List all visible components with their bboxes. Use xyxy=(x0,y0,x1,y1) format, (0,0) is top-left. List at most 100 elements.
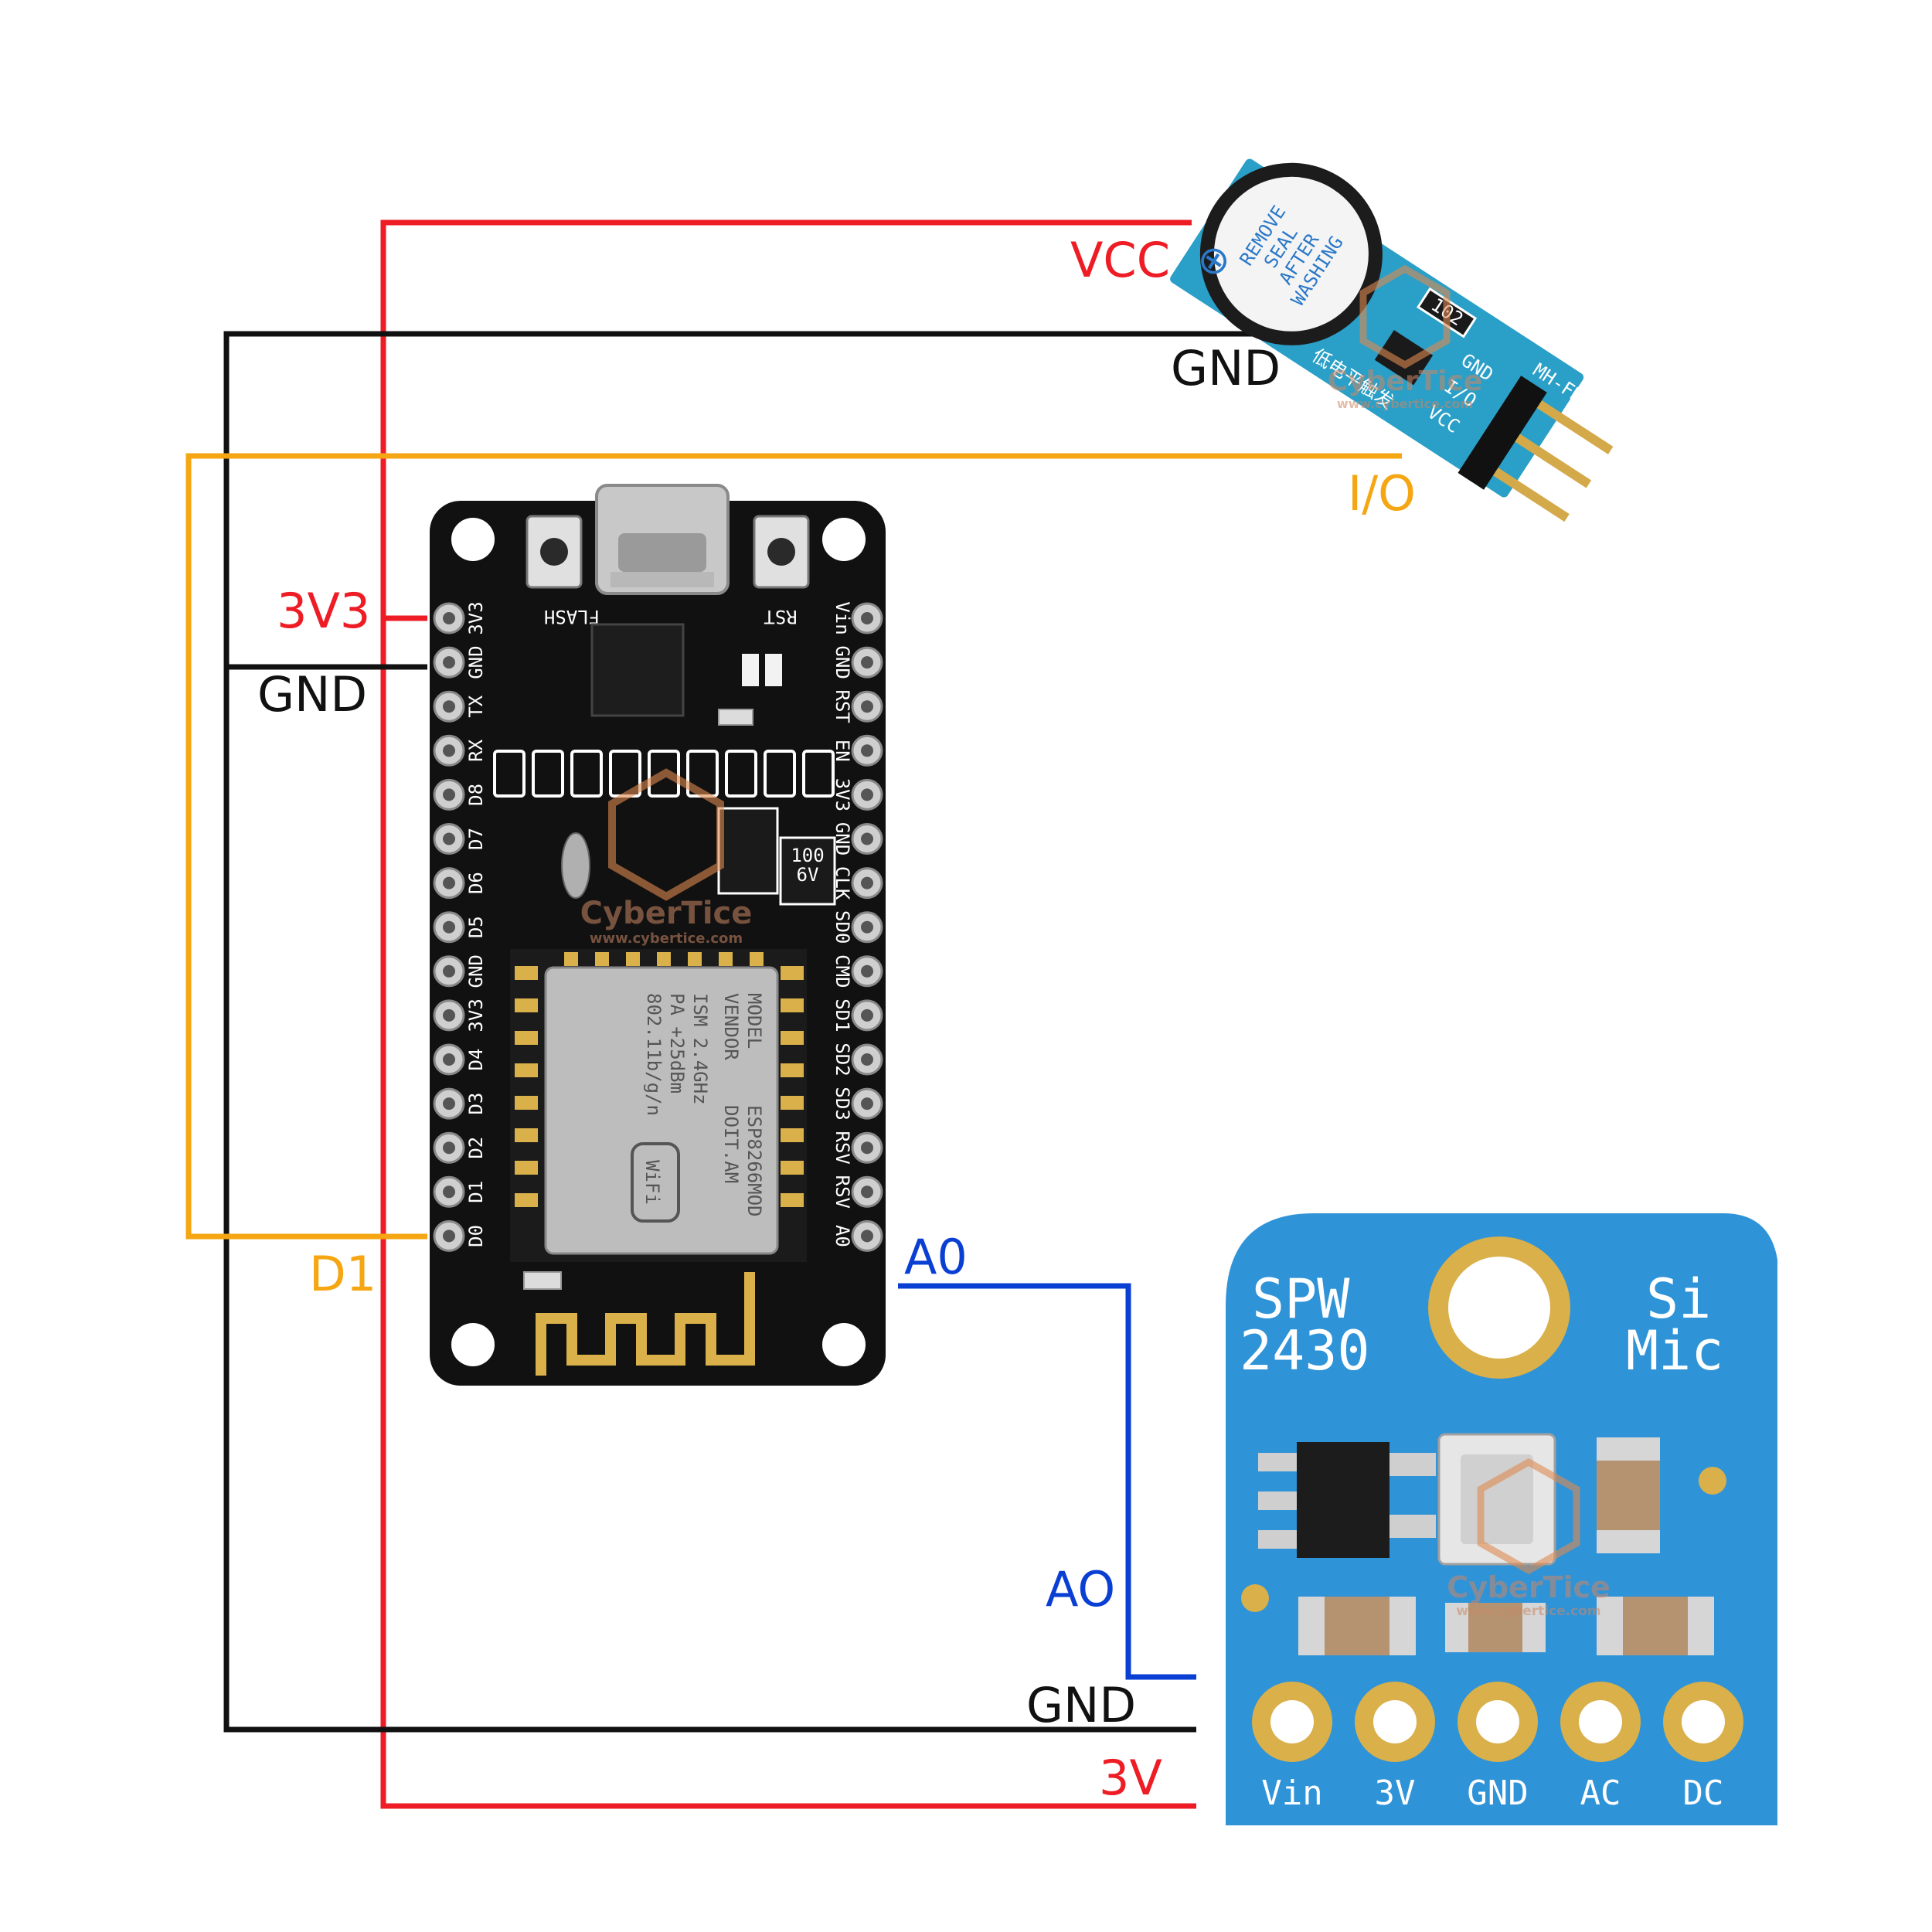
mic-smd-caps xyxy=(1298,1597,1714,1655)
mic-pin-label: GND xyxy=(1467,1774,1528,1813)
header-pin-hole xyxy=(861,612,873,624)
header-pin-hole xyxy=(443,744,455,757)
right-pin-label: Vin xyxy=(832,601,853,634)
smd-component xyxy=(742,654,759,686)
right-pin-label: SD2 xyxy=(832,1043,853,1076)
left-pin-label: D8 xyxy=(465,784,487,806)
svg-text:www.cybertice.com: www.cybertice.com xyxy=(1337,396,1473,411)
rst-button[interactable] xyxy=(753,515,810,589)
buzzer-pin[interactable] xyxy=(1493,468,1570,522)
mic-title-right-2: Mic xyxy=(1626,1319,1723,1383)
mount-hole xyxy=(451,518,495,561)
header-pin-hole xyxy=(861,1009,873,1022)
header-pin-hole xyxy=(443,1053,455,1066)
svg-text:DOIT.AM: DOIT.AM xyxy=(720,1105,742,1183)
mic-board: SPW 2430 Si Mic xyxy=(1226,1213,1777,1825)
header-pin-hole xyxy=(861,744,873,757)
svg-text:www.cybertice.com: www.cybertice.com xyxy=(590,930,743,947)
header-pin-hole xyxy=(861,1185,873,1199)
left-pin-label: D0 xyxy=(465,1225,487,1247)
header-pin-hole xyxy=(861,788,873,801)
header-pin-hole xyxy=(861,1053,873,1066)
right-pin-label: SD3 xyxy=(832,1087,853,1120)
mic-pin-hole xyxy=(1579,1700,1622,1743)
cybertice-logo-icon xyxy=(608,768,724,901)
mic-via xyxy=(1699,1467,1726,1495)
label-node-d1: D1 xyxy=(309,1246,376,1302)
left-pin-label: RX xyxy=(465,739,487,761)
label-buzzer-vcc: VCC xyxy=(1070,232,1170,288)
label-node-3v3: 3V3 xyxy=(277,583,370,639)
header-pin-hole xyxy=(861,832,873,845)
voltage-regulator xyxy=(717,807,779,895)
header-pin-hole xyxy=(443,920,455,934)
left-pin-label: D3 xyxy=(465,1093,487,1115)
led xyxy=(718,709,753,726)
mic-title-right-1: Si xyxy=(1646,1267,1711,1331)
pcb-antenna xyxy=(536,1272,755,1376)
cybertice-logo-icon xyxy=(1359,264,1451,369)
wire-io-orange xyxy=(185,453,1402,1240)
header-pin-hole xyxy=(443,832,455,845)
right-pin-label: RSV xyxy=(832,1175,853,1209)
svg-text:802.11b/g/n: 802.11b/g/n xyxy=(643,993,665,1116)
flash-button[interactable] xyxy=(526,515,583,589)
electrolytic-capacitor: 100 6V xyxy=(779,836,836,906)
svg-text:CyberTice: CyberTice xyxy=(1328,366,1482,397)
mount-hole xyxy=(451,1323,495,1366)
left-pin-label: TX xyxy=(465,695,487,717)
left-pin-label: D4 xyxy=(465,1049,487,1071)
header-pin-hole xyxy=(861,700,873,713)
mic-pin-label: DC xyxy=(1683,1774,1724,1813)
right-pin-label: RST xyxy=(832,690,853,723)
rst-label: RST xyxy=(764,606,797,628)
left-pin-label: D7 xyxy=(465,828,487,850)
label-buzzer-io: I/O xyxy=(1348,465,1416,522)
svg-text:CyberTice: CyberTice xyxy=(580,896,753,931)
header-pin-hole xyxy=(861,1141,873,1155)
wires xyxy=(185,219,1402,1809)
smd-component xyxy=(765,654,782,686)
svg-text:PA +25dBm: PA +25dBm xyxy=(666,993,688,1094)
header-pin-hole xyxy=(443,1009,455,1022)
left-pin-label: GND xyxy=(465,954,487,988)
header-pin-hole xyxy=(443,1097,455,1111)
right-pin-label: 3V3 xyxy=(832,778,853,811)
header-pin-hole xyxy=(861,1230,873,1243)
wire-labels: VCC GND I/O 3V3 GND D1 A0 AO GND 3V xyxy=(257,232,1416,1806)
mic-pin-label: Vin xyxy=(1261,1774,1322,1813)
svg-text:100: 100 xyxy=(791,845,824,866)
mic-pin-hole xyxy=(1373,1700,1417,1743)
mic-pin-label: 3V xyxy=(1375,1774,1416,1813)
watermark: CyberTice www.cybertice.com CyberTice ww… xyxy=(580,264,1611,1619)
buzzer-header xyxy=(1458,376,1547,490)
right-pin-label: GND xyxy=(832,822,853,855)
header-pin-hole xyxy=(861,964,873,978)
mic-mount-hole-inner xyxy=(1448,1257,1550,1359)
header-pin-hole xyxy=(443,700,455,713)
right-pin-label: RSV xyxy=(832,1131,853,1165)
right-pin-label: SD0 xyxy=(832,910,853,944)
label-node-gnd: GND xyxy=(257,666,367,723)
buzzer-pin[interactable] xyxy=(1536,400,1614,454)
right-pin-labels: VinGNDRSTEN3V3GNDCLKSD0CMDSD1SD2SD3RSVRS… xyxy=(832,601,853,1247)
wire-gnd-black xyxy=(223,331,1255,1733)
header-pin-hole xyxy=(861,876,873,889)
right-pin-label: EN xyxy=(832,740,853,762)
header-pin-hole xyxy=(443,656,455,669)
usb-connector[interactable] xyxy=(595,484,730,595)
esp8266-module: MODEL VENDOR ESP8266MOD DOIT.AM ISM 2.4G… xyxy=(510,949,807,1262)
mic-title-left-1: SPW xyxy=(1252,1267,1350,1331)
header-pin-hole xyxy=(443,1141,455,1155)
mic-pin-hole xyxy=(1476,1700,1519,1743)
nodemcu-board: FLASH RST 100 6V xyxy=(430,484,886,1386)
mic-pin-hole xyxy=(1270,1700,1314,1743)
buzzer-top xyxy=(1213,176,1369,332)
left-pin-label: D1 xyxy=(465,1181,487,1203)
usb-serial-chip xyxy=(590,623,685,717)
crystal xyxy=(561,832,590,899)
buzzer-pin[interactable] xyxy=(1515,434,1592,488)
